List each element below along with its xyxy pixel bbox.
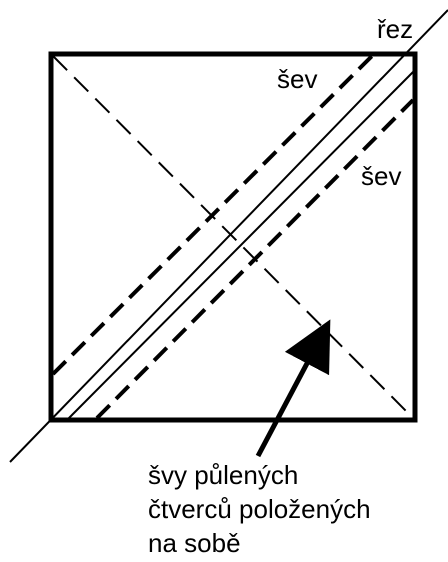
caption-line-2: čtverců položených	[148, 494, 371, 524]
square-outline	[48, 51, 418, 423]
cut-line	[9, 9, 448, 463]
halved-squares-seam-line	[52, 55, 414, 419]
seam-label-lower: šev	[361, 161, 402, 191]
caption: švy půlených čtverců položených na sobě	[148, 458, 371, 560]
caption-line-1: švy půlených	[148, 460, 299, 490]
caption-arrow	[255, 319, 331, 458]
caption-line-3: na sobě	[148, 528, 241, 558]
seam-line-upper	[51, 52, 376, 376]
cut-label: řez	[377, 14, 414, 44]
cut-line-inner	[66, 69, 416, 421]
seam-label-upper: šev	[277, 64, 318, 94]
